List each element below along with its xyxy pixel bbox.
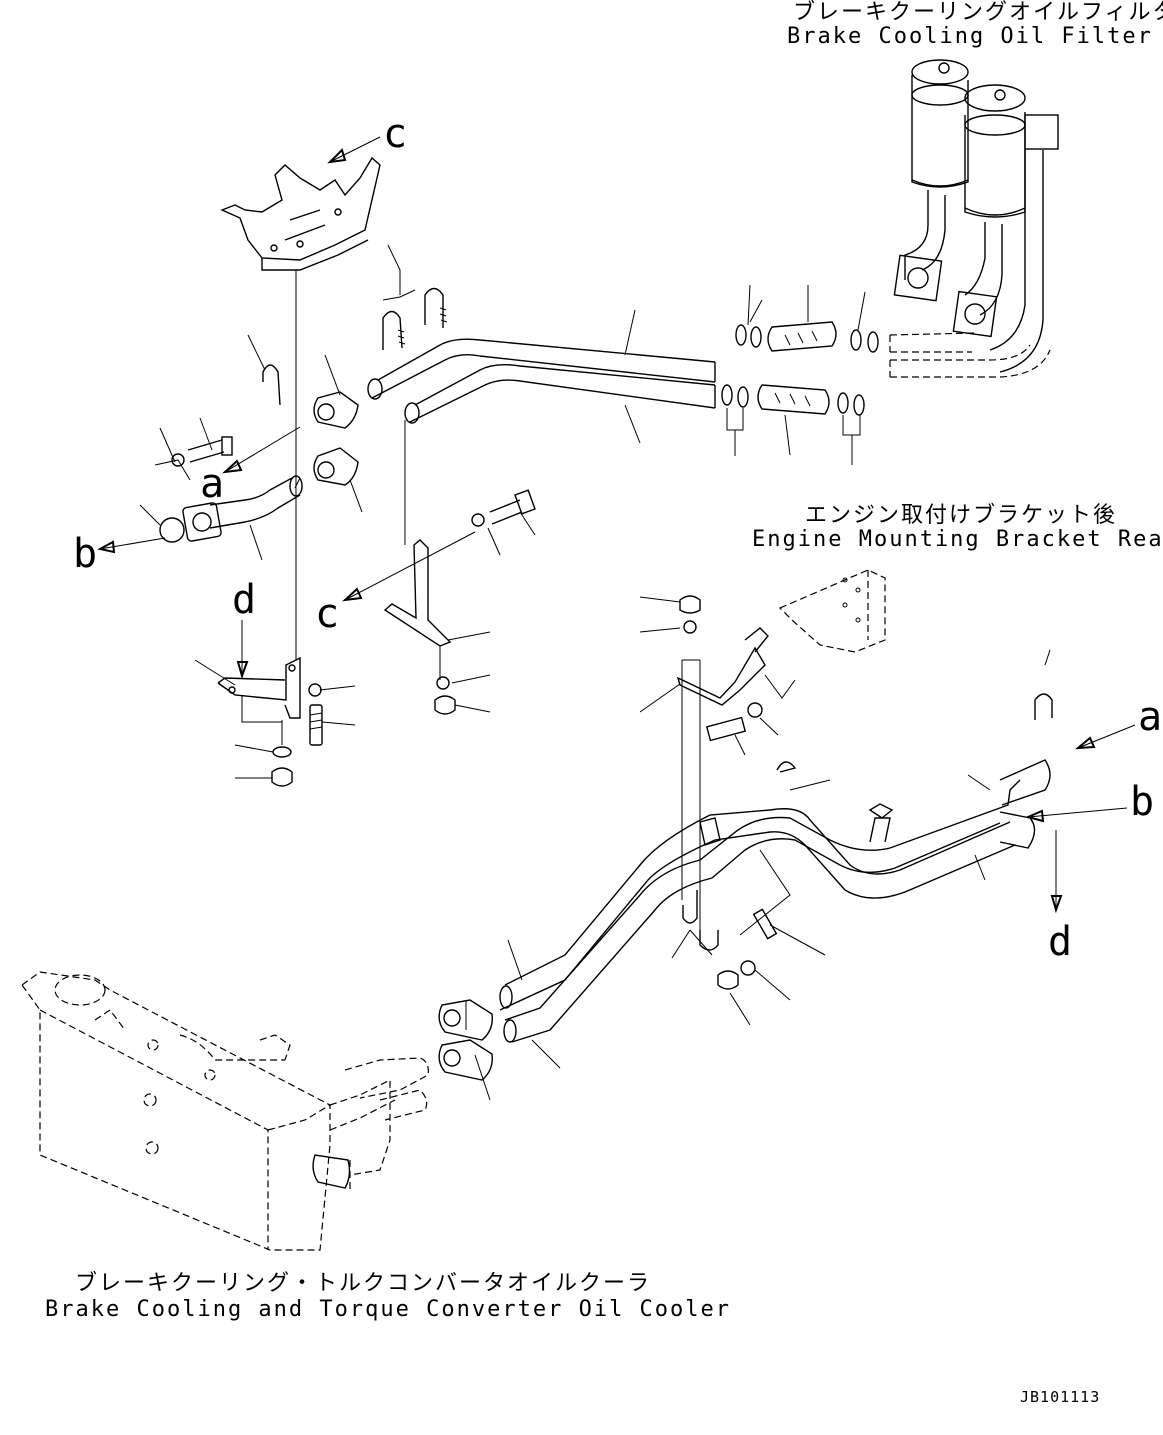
- ref-a-left: a: [200, 461, 225, 507]
- drawing-code: JB101113: [1020, 1388, 1101, 1406]
- ref-d-right: d: [1048, 919, 1073, 965]
- filter-connection-hidden-lines: [889, 332, 1051, 378]
- ref-a-right: a: [1138, 694, 1163, 740]
- support-bracket-middle: [383, 539, 456, 715]
- bracket-label-en: Engine Mounting Bracket Rear: [752, 527, 1163, 552]
- lower-pipes: [499, 759, 1051, 1043]
- lower-u-bolts: [682, 693, 1053, 990]
- hose-clamps: [721, 324, 879, 416]
- split-flanges-upper: [313, 391, 359, 486]
- cooler-label-jp: ブレーキクーリング・トルクコンバータオイルクーラ: [75, 1271, 652, 1296]
- filter-label-jp: ブレーキクーリングオイルフィルタ: [793, 0, 1163, 25]
- hose-upper: [767, 321, 837, 352]
- hose-lower: [757, 384, 830, 415]
- leader-lines: [139, 244, 1051, 1101]
- oil-cooler: [21, 971, 429, 1251]
- bracket-label-jp: エンジン取付けブラケット後: [805, 503, 1118, 528]
- ref-c-mid: c: [315, 591, 340, 637]
- bolt-washer-upper-left: [171, 436, 536, 527]
- support-bracket-left: [217, 656, 323, 787]
- ref-c-top: c: [383, 111, 408, 157]
- reference-arrows: [97, 136, 1136, 914]
- left-pipe: [159, 475, 303, 543]
- oil-filter-assembly: [893, 59, 1059, 373]
- assembly-guide-lines: [241, 270, 701, 930]
- upper-pipes: [367, 338, 716, 424]
- ref-b-left: b: [73, 531, 98, 577]
- ref-b-right: b: [1130, 779, 1155, 825]
- split-flanges-lower: [438, 999, 493, 1081]
- filter-label-en: Brake Cooling Oil Filter: [787, 24, 1153, 49]
- engine-mounting-bracket: [778, 569, 886, 653]
- cooler-label-en: Brake Cooling and Torque Converter Oil C…: [45, 1297, 732, 1322]
- ref-d-left: d: [232, 577, 257, 623]
- support-bracket-right: [676, 595, 769, 742]
- upper-bracket: [220, 156, 381, 271]
- u-bolts-upper: [262, 287, 448, 406]
